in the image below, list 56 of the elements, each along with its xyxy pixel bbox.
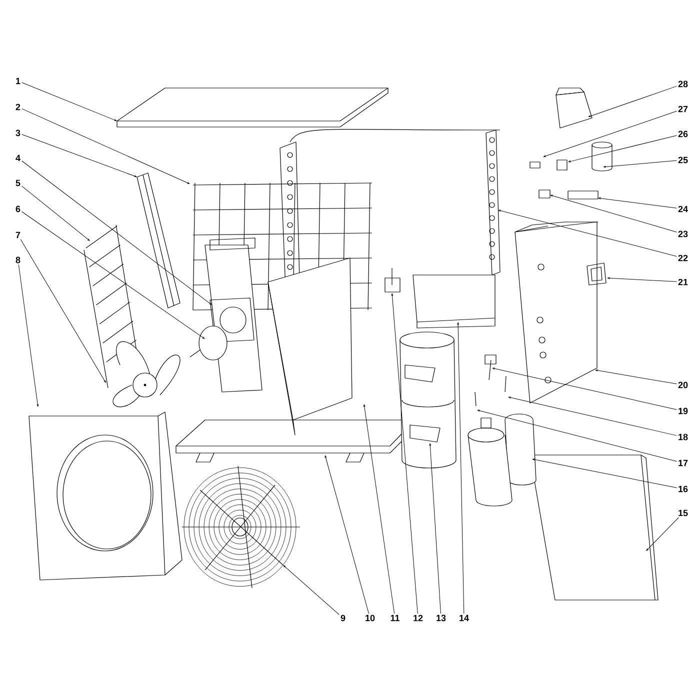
leader-line (20, 239, 106, 383)
leader-line (364, 404, 395, 614)
callout-number: 20 (678, 382, 688, 388)
callout-number: 5 (16, 180, 20, 186)
callout-number: 4 (16, 154, 20, 162)
callout-number: 21 (678, 278, 688, 286)
leader-line (22, 82, 117, 121)
leader-line (22, 160, 212, 305)
callout-number: 9 (340, 614, 346, 622)
callout-number: 14 (460, 614, 469, 622)
callout-number: 22 (678, 254, 688, 262)
leader-line (22, 186, 90, 241)
callout-number: 13 (436, 614, 446, 622)
leader-line (543, 110, 677, 158)
callout-number: 19 (678, 408, 688, 414)
leader-line (283, 565, 340, 615)
leader-line (22, 211, 205, 339)
leader-line (588, 86, 677, 118)
leader-line (498, 210, 677, 257)
leader-line (391, 293, 418, 614)
leader-line (22, 108, 190, 184)
leader-line (603, 160, 677, 168)
callout-number: 2 (16, 104, 20, 110)
callout-number: 10 (366, 614, 375, 622)
leader-line (492, 368, 677, 410)
callout-number: 12 (414, 614, 423, 622)
leader-line (457, 322, 464, 614)
callout-number: 16 (678, 486, 688, 492)
callout-number: 17 (678, 460, 688, 466)
leader-line (429, 443, 441, 614)
callout-number: 8 (16, 256, 20, 264)
callout-number: 15 (678, 510, 688, 516)
callout-number: 23 (678, 230, 688, 238)
callout-number: 6 (16, 206, 20, 212)
callout-number: 11 (390, 614, 400, 622)
callout-number: 1 (16, 78, 20, 84)
leader-line (550, 194, 677, 232)
callout-number: 7 (16, 232, 20, 238)
leader-line (646, 517, 679, 551)
callout-number: 24 (678, 206, 688, 212)
callout-number: 18 (678, 434, 688, 440)
leader-line (22, 134, 137, 177)
leader-line (568, 135, 677, 162)
leader-line (18, 264, 38, 407)
callout-number: 28 (678, 80, 688, 88)
leader-line (607, 277, 677, 282)
callout-number: 26 (678, 130, 688, 138)
leader-line (324, 455, 370, 614)
leader-line (477, 410, 677, 462)
leader-line (598, 198, 677, 208)
callout-number: 25 (678, 156, 688, 164)
leader-line (532, 458, 677, 488)
leader-line (595, 370, 677, 384)
callout-number: 3 (16, 130, 20, 136)
leader-line (508, 396, 677, 436)
callout-number: 27 (678, 106, 688, 112)
